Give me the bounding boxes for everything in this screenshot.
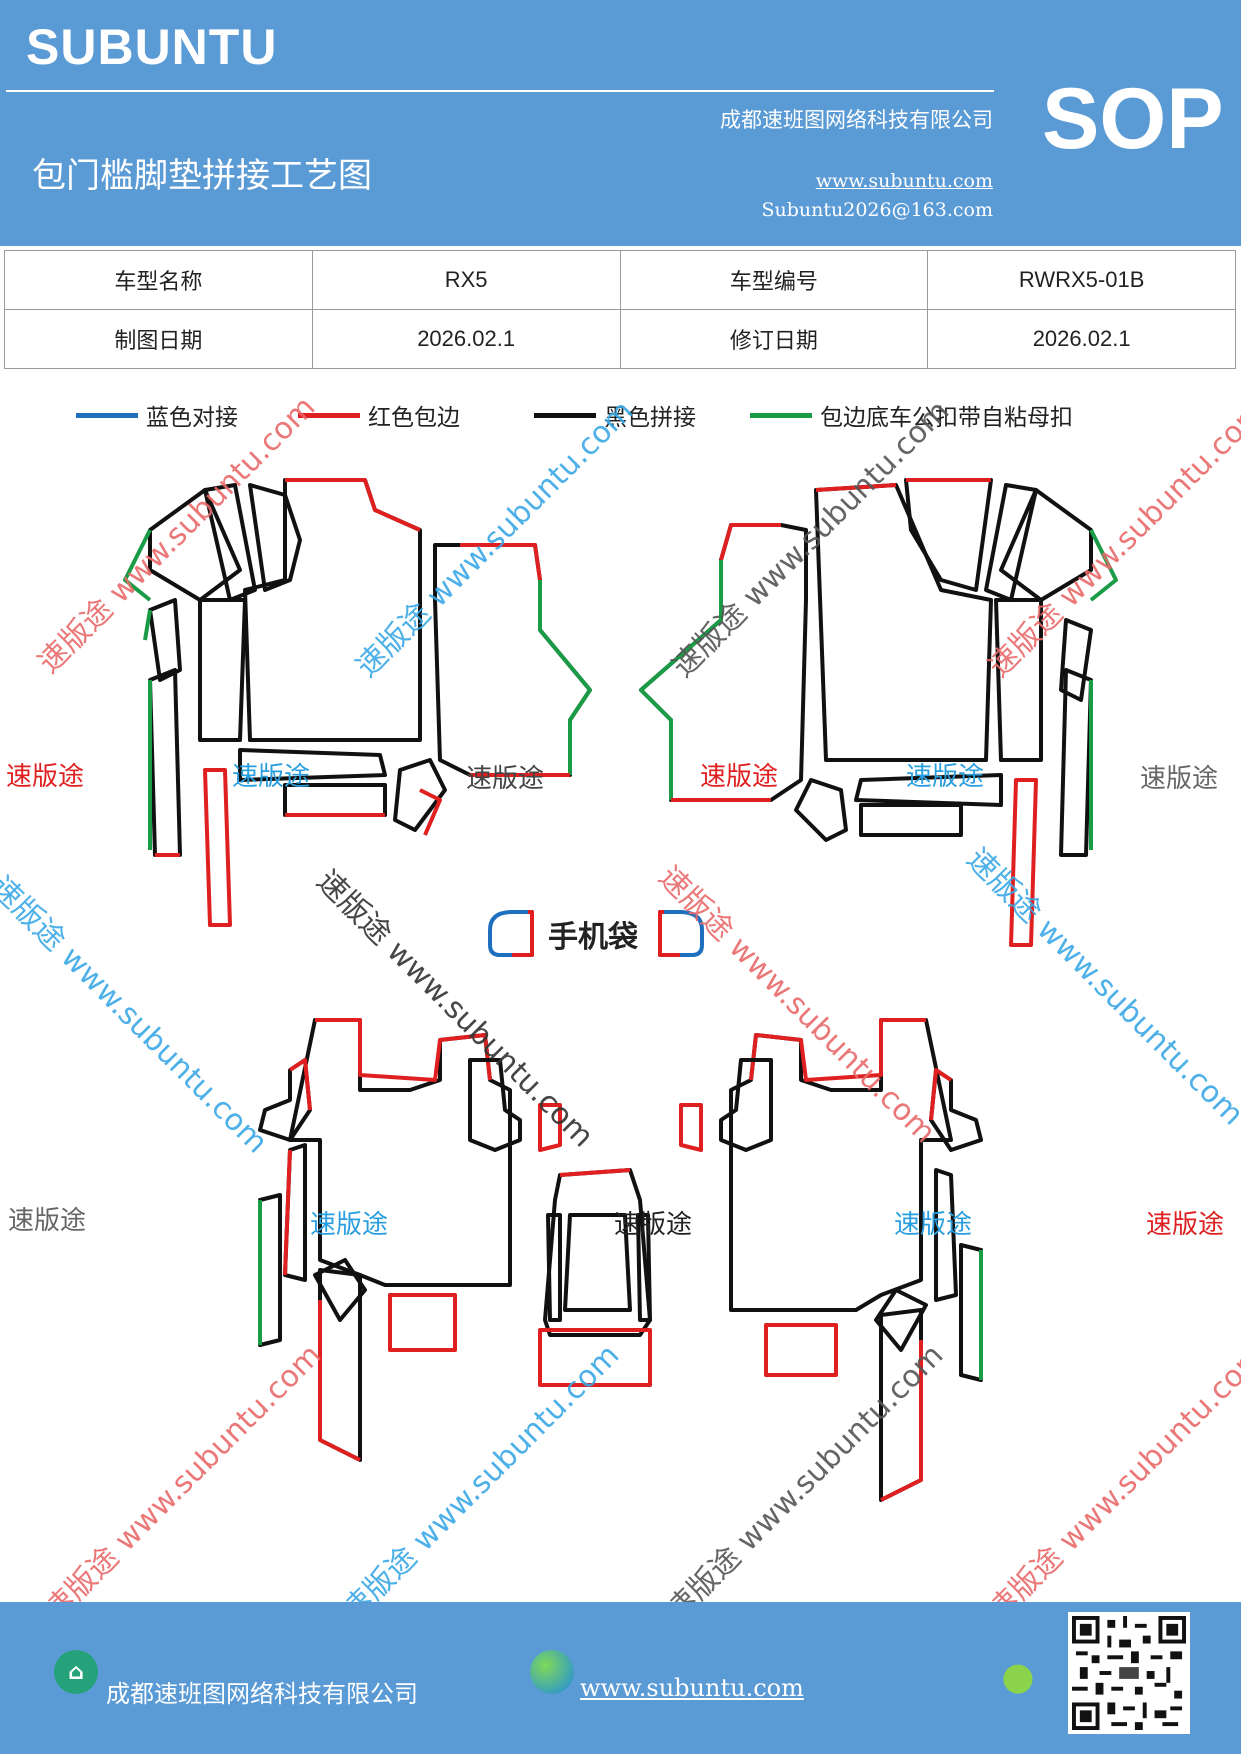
wechat-icon: ● [996,1654,1040,1698]
front-left-mat [123,478,592,927]
legend-item-green: 包边底车公扣带自粘母扣 [750,398,1073,432]
qr-code-pattern [1072,1616,1186,1730]
legend-item-blue: 蓝色对接 [76,398,238,432]
table-cell-value: 2026.02.1 [927,309,1236,369]
legend-label: 黑色拼接 [604,405,696,431]
table-row: 制图日期 2026.02.1 修订日期 2026.02.1 [4,309,1236,369]
phone-pocket-icons [488,910,704,957]
globe-icon [530,1650,574,1694]
legend-item-black: 黑色拼接 [534,398,696,432]
table-cell-label: 车型编号 [619,250,929,310]
page-footer: ⌂ 成都速班图网络科技有限公司 www.subuntu.com ● [0,1602,1241,1754]
header-website-link[interactable]: www.subuntu.com [815,170,993,192]
legend-label: 红色包边 [368,405,460,431]
table-cell-label: 修订日期 [619,309,929,369]
rear-left-mat [258,1018,562,1462]
legend-label: 包边底车公扣带自粘母扣 [820,405,1073,431]
legend-label: 蓝色对接 [146,405,238,431]
footer-website-link[interactable]: www.subuntu.com [580,1674,804,1702]
legend-swatch [76,412,138,418]
qr-code [1068,1612,1190,1734]
table-cell-value: RWRX5-01B [927,250,1236,310]
brand-logo: SUBUNTU [26,19,278,75]
page-title: 包门槛脚垫拼接工艺图 [32,156,372,196]
header-divider [6,90,994,92]
table-row: 车型名称 RX5 车型编号 RWRX5-01B [4,250,1236,310]
vehicle-info-table: 车型名称 RX5 车型编号 RWRX5-01B 制图日期 2026.02.1 修… [4,250,1236,369]
page-header: SUBUNTU 成都速班图网络科技有限公司 www.subuntu.com Su… [0,0,1241,246]
sop-badge: SOP [1042,71,1224,167]
table-cell-label: 制图日期 [4,309,313,369]
header-email: Subuntu2026@163.com [761,199,993,221]
legend-swatch [298,412,360,418]
rear-right-mat [679,1018,983,1502]
table-cell-value: 2026.02.1 [311,309,621,369]
color-legend: 蓝色对接 红色包边 黑色拼接 包边底车公扣带自粘母扣 [0,398,1241,438]
company-building-icon: ⌂ [54,1650,98,1694]
table-cell-label: 车型名称 [4,250,313,310]
table-cell-value: RX5 [311,250,621,310]
legend-item-red: 红色包边 [298,398,460,432]
rear-center-tunnel [538,1168,652,1387]
legend-swatch [750,412,812,418]
footer-company: 成都速班图网络科技有限公司 [106,1680,418,1708]
header-company: 成都速班图网络科技有限公司 [720,108,993,132]
front-right-mat [639,478,1118,947]
legend-swatch [534,412,596,418]
mat-splice-drawing [123,478,1118,1502]
phone-pocket-label: 手机袋 [548,920,638,955]
